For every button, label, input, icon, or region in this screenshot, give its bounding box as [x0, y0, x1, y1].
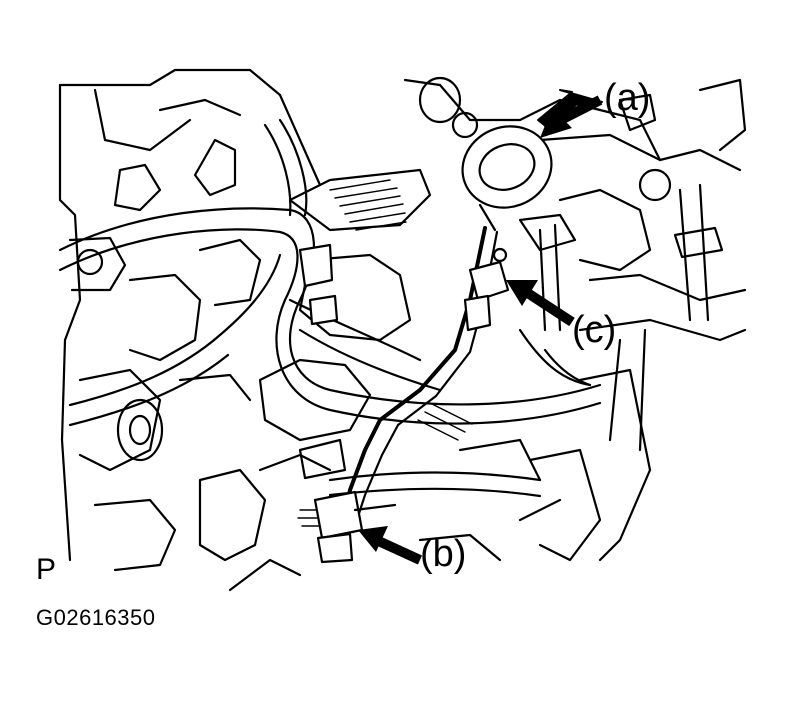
callout-label-b: (b) — [420, 533, 466, 575]
dipstick-tube — [338, 226, 487, 532]
tube-bracket-c — [468, 260, 510, 302]
callout-label-c: (c) — [572, 309, 616, 351]
right-assembly — [403, 76, 747, 562]
dipstick-ring-handle — [461, 125, 553, 209]
callout-label-a: (a) — [604, 77, 650, 119]
view-label: P — [36, 553, 57, 586]
tube-bracket-b — [313, 490, 364, 540]
figure-code: G02616350 — [36, 605, 156, 630]
engine-background — [58, 68, 502, 592]
wiring-harness — [58, 118, 602, 498]
dipstick-assembly — [298, 125, 553, 564]
callout-arrow-b — [358, 526, 423, 565]
callout-arrow-a — [537, 89, 603, 138]
callout-arrow-c — [506, 280, 575, 327]
